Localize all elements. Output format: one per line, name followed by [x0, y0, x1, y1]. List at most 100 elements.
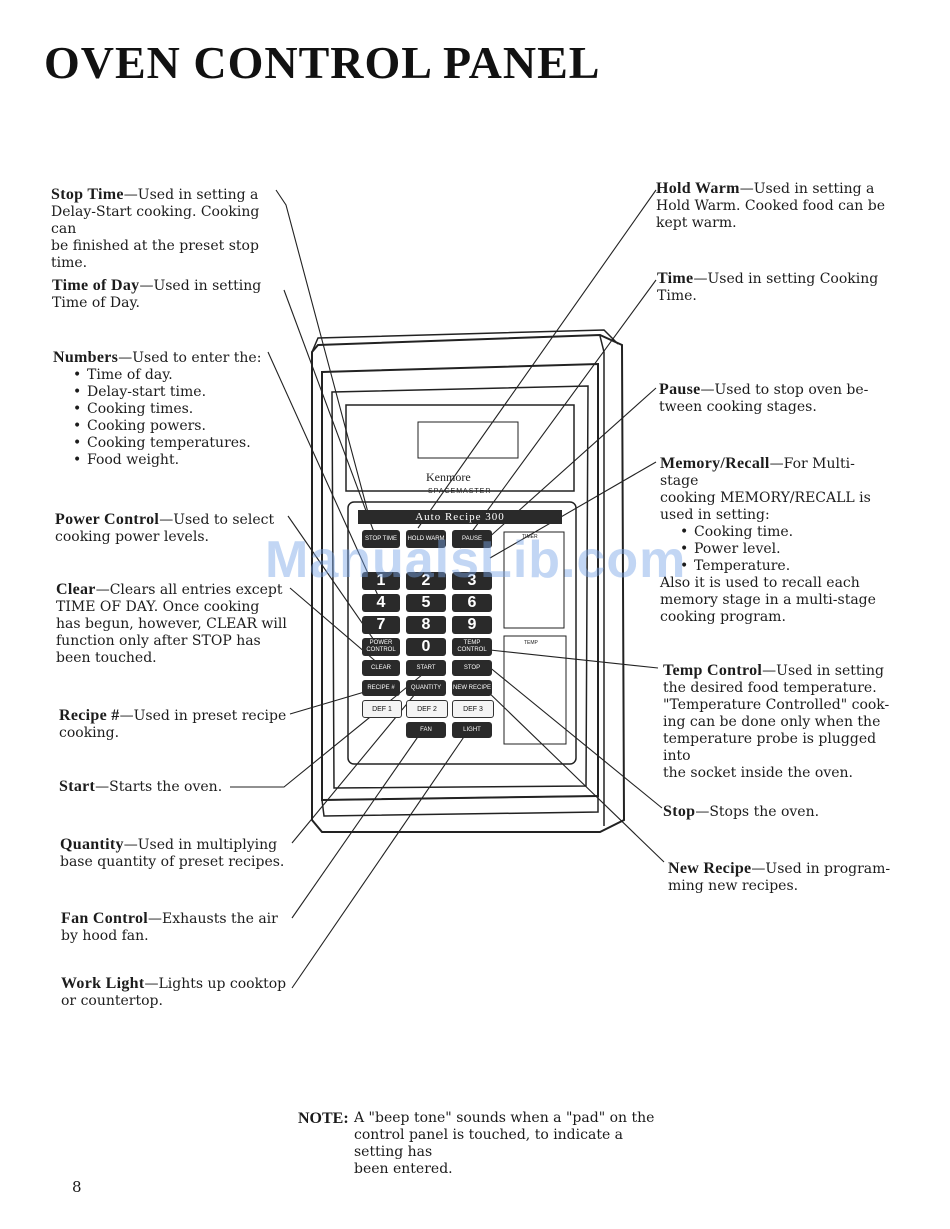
leader-stop — [487, 665, 663, 809]
callout-start: Start—Starts the oven. — [59, 778, 291, 796]
callout-stop: Stop—Stops the oven. — [663, 803, 893, 821]
callout-desc: has begun, however, CLEAR will — [56, 616, 287, 632]
callout-desc: Hold Warm. Cooked food can be — [656, 198, 886, 214]
callout-work-light: Work Light—Lights up cooktop or countert… — [61, 975, 293, 1010]
leader-memory — [489, 461, 657, 559]
callout-desc: ing can be done only when the — [663, 714, 881, 730]
callout-desc: used in setting: — [660, 507, 770, 523]
quantity-key[interactable]: QUANTITY — [406, 680, 446, 696]
number-key-5[interactable]: 5 — [406, 594, 446, 612]
number-key-9[interactable]: 9 — [452, 616, 492, 634]
number-key-3[interactable]: 3 — [452, 572, 492, 590]
leader-temp-control — [489, 649, 659, 669]
callout-desc: "Temperature Controlled" cook- — [663, 697, 890, 713]
hold-warm-key[interactable]: HOLD WARM — [406, 530, 446, 548]
new-recipe-key[interactable]: NEW RECIPE — [452, 680, 492, 696]
callout-numbers: Numbers—Used to enter the: Time of day. … — [53, 349, 283, 469]
callout-desc: cooking. — [59, 725, 120, 741]
fan-key[interactable]: FAN — [406, 722, 446, 738]
list-item: Cooking times. — [73, 401, 283, 418]
note-line: been entered. — [354, 1161, 453, 1177]
panel-housing-outline — [311, 333, 626, 833]
number-key-1[interactable]: 1 — [362, 572, 400, 590]
callout-pause: Pause—Used to stop oven be- tween cookin… — [659, 381, 889, 416]
note-label: NOTE: — [298, 1110, 349, 1127]
callout-term: Hold Warm — [656, 180, 740, 197]
callout-time: Time—Used in setting Cooking Time. — [657, 270, 887, 305]
callout-desc: —Used to stop oven be- — [700, 382, 869, 398]
callout-term: New Recipe — [668, 860, 752, 877]
callout-desc: memory stage in a multi-stage — [660, 592, 876, 608]
number-key-8[interactable]: 8 — [406, 616, 446, 634]
list-item: Time of day. — [73, 367, 283, 384]
number-key-0[interactable]: 0 — [406, 638, 446, 656]
callout-desc: Delay-Start cooking. Cooking can — [51, 204, 260, 237]
leader-stop-time — [275, 189, 371, 521]
callout-desc: or countertop. — [61, 993, 163, 1009]
callout-desc: —Used in preset recipe — [119, 708, 287, 724]
clear-key[interactable]: CLEAR — [362, 660, 400, 676]
list-item: Power level. — [680, 541, 890, 558]
recipe-key[interactable]: RECIPE # — [362, 680, 400, 696]
number-key-2[interactable]: 2 — [406, 572, 446, 590]
callout-memory-recall: Memory/Recall—For Multi-stage cooking ME… — [660, 455, 890, 626]
light-key[interactable]: LIGHT — [452, 722, 492, 738]
stop-time-key[interactable]: STOP TIME — [362, 530, 400, 548]
leader-light — [291, 727, 471, 989]
panel-top-lip — [311, 329, 619, 353]
stop-key[interactable]: STOP — [452, 660, 492, 676]
number-key-7[interactable]: 7 — [362, 616, 400, 634]
callout-term: Quantity — [60, 836, 124, 853]
callout-term: Temp Control — [663, 662, 763, 679]
callout-term: Stop — [663, 803, 696, 820]
callout-hold-warm: Hold Warm—Used in setting a Hold Warm. C… — [656, 180, 886, 232]
callout-desc: Also it is used to recall each — [660, 575, 860, 591]
list-item: Cooking time. — [680, 524, 890, 541]
callout-desc: —Used in setting — [139, 278, 262, 294]
callout-term: Time of Day — [52, 277, 140, 294]
leader-power-control — [287, 515, 377, 644]
def-2-key[interactable]: DEF 2 — [406, 700, 448, 718]
callout-desc: —Clears all entries except — [95, 582, 283, 598]
leader-new-recipe — [483, 687, 665, 863]
pause-key[interactable]: PAUSE — [452, 530, 492, 548]
number-key-6[interactable]: 6 — [452, 594, 492, 612]
callout-fan-control: Fan Control—Exhausts the air by hood fan… — [61, 910, 293, 945]
callout-desc: —Used in setting a — [123, 187, 259, 203]
callout-desc: —Used in program- — [751, 861, 891, 877]
temp-column — [503, 635, 567, 745]
callout-temp-control: Temp Control—Used in setting the desired… — [663, 662, 893, 782]
callout-desc: cooking power levels. — [55, 529, 209, 545]
page-title: OVEN CONTROL PANEL — [44, 37, 601, 88]
leader-time — [459, 279, 657, 549]
callout-term: Clear — [56, 581, 96, 598]
callout-clear: Clear—Clears all entries except TIME OF … — [56, 581, 288, 667]
number-key-4[interactable]: 4 — [362, 594, 400, 612]
callout-desc: base quantity of preset recipes. — [60, 854, 285, 870]
temp-label: TEMP — [524, 640, 538, 646]
power-control-key[interactable]: POWER CONTROL — [362, 638, 400, 656]
callout-desc: tween cooking stages. — [659, 399, 817, 415]
callout-term: Memory/Recall — [660, 455, 770, 472]
callout-desc: the desired food temperature. — [663, 680, 877, 696]
keypad-frame — [347, 501, 577, 765]
callout-term: Recipe # — [59, 707, 120, 724]
callout-desc: the socket inside the oven. — [663, 765, 853, 781]
callout-term: Stop Time — [51, 186, 124, 203]
def-3-key[interactable]: DEF 3 — [452, 700, 494, 718]
callout-stop-time: Stop Time—Used in setting a Delay-Start … — [51, 186, 286, 272]
callout-desc: cooking MEMORY/RECALL is — [660, 490, 871, 506]
callout-desc: —Stops the oven. — [695, 804, 820, 820]
callout-desc: —Lights up cooktop — [144, 976, 287, 992]
callout-desc: by hood fan. — [61, 928, 149, 944]
callout-new-recipe: New Recipe—Used in program- ming new rec… — [668, 860, 898, 895]
model-name: SPACEMASTER — [428, 488, 492, 495]
def-1-key[interactable]: DEF 1 — [362, 700, 402, 718]
leader-numbers — [267, 351, 381, 601]
auto-recipe-bar: Auto Recipe 300 — [358, 510, 562, 524]
display-window — [345, 404, 575, 492]
temp-control-key[interactable]: TEMP CONTROL — [452, 638, 492, 656]
list-item: Temperature. — [680, 558, 890, 575]
callout-time-of-day: Time of Day—Used in setting Time of Day. — [52, 277, 287, 312]
start-key[interactable]: START — [406, 660, 446, 676]
